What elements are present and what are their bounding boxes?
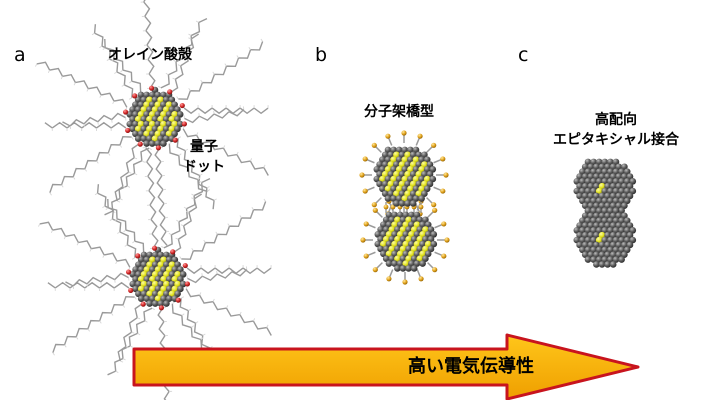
panel-a-letter: a (14, 44, 26, 66)
panel-c-title-line1: 高配向 (595, 112, 637, 128)
panel-c-letter: c (518, 44, 529, 66)
quantum-dot-label-line1: 量子 (190, 139, 218, 155)
panel-b-letter: b (315, 44, 328, 66)
oleic-acid-shell-label: オレイン酸殻 (108, 47, 192, 63)
arrow-label: 高い電気伝導性 (408, 356, 534, 377)
panel-c-title: 高配向 エピタキシャル接合 (526, 109, 706, 149)
panel-c-title-line2: エピタキシャル接合 (553, 132, 679, 148)
quantum-dot (373, 146, 437, 207)
quantum-dot-label-line2: ドット (183, 159, 225, 175)
panel-b-title: 分子架橋型 (364, 104, 434, 120)
quantum-dot (129, 246, 187, 307)
quantum-dot (126, 86, 184, 147)
quantum-dot-label: 量子 ドット (182, 136, 226, 176)
quantum-dot (573, 207, 637, 268)
conductivity-arrow (132, 333, 640, 400)
quantum-dot (374, 211, 438, 272)
quantum-dots (122, 85, 637, 311)
oleic-acid-chains (35, 0, 272, 400)
